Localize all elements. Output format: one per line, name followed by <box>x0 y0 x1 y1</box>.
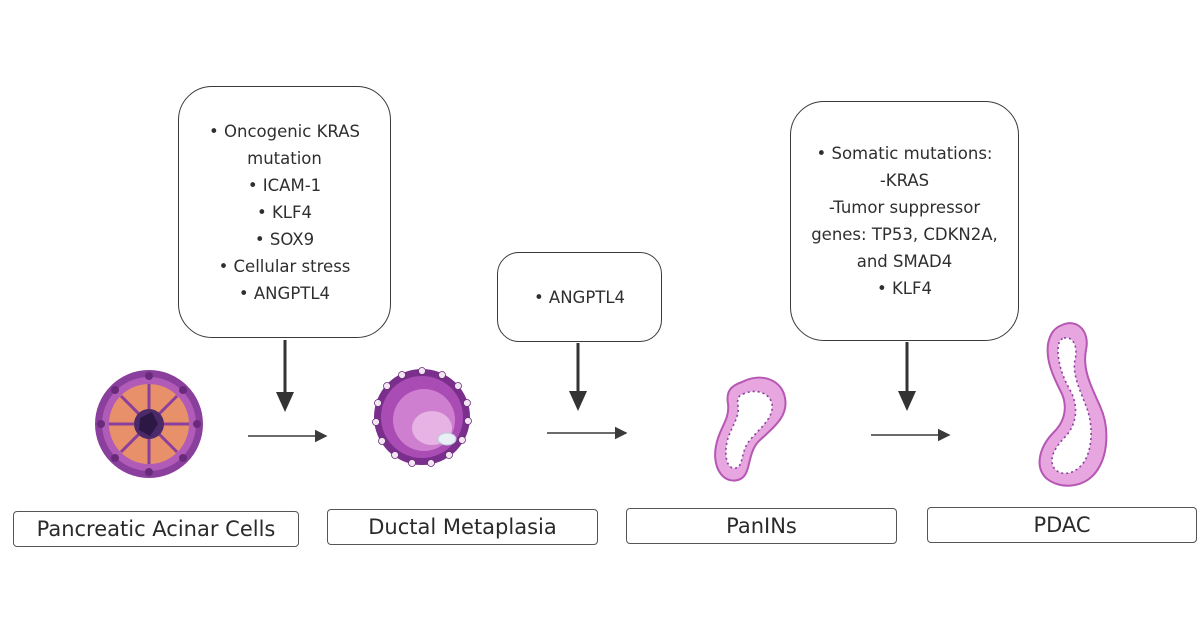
callout-line: • ICAM-1 <box>247 175 322 195</box>
callout-metaplasia-factors: • ANGPTL4 <box>497 252 662 342</box>
callout-list: • Somatic mutations: -KRAS -Tumor suppre… <box>811 140 998 302</box>
callout-acinar-factors: • Oncogenic KRAS mutation • ICAM-1 • KLF… <box>178 86 391 338</box>
acinar-cells-illustration <box>95 370 203 478</box>
stage-label-ductal-metaplasia: Ductal Metaplasia <box>327 509 598 545</box>
callout-list: • ANGPTL4 <box>534 284 625 311</box>
stage-label-pdac: PDAC <box>927 507 1197 543</box>
callout-line: • ANGPTL4 <box>238 283 331 303</box>
callout-line: genes: TP53, CDKN2A, <box>811 225 998 244</box>
callout-line: • ANGPTL4 <box>533 287 626 307</box>
ductal-metaplasia-illustration <box>372 367 472 467</box>
callout-line: -Tumor suppressor <box>828 198 981 217</box>
callout-line: • Oncogenic KRAS <box>209 121 360 141</box>
callout-line: mutation <box>247 148 322 168</box>
down-arrow-1 <box>276 340 294 412</box>
callout-line: • SOX9 <box>254 229 315 249</box>
callout-panin-factors: • Somatic mutations: -KRAS -Tumor suppre… <box>790 101 1019 341</box>
callout-line: • Somatic mutations: <box>816 144 993 163</box>
callout-line: • Cellular stress <box>218 256 351 276</box>
callout-line: and SMAD4 <box>856 252 953 271</box>
callout-line: -KRAS <box>879 171 930 190</box>
stage-label-acinar: Pancreatic Acinar Cells <box>13 511 299 547</box>
down-arrow-3 <box>898 342 916 411</box>
stage-label-panins: PanINs <box>626 508 897 544</box>
callout-list: • Oncogenic KRAS mutation • ICAM-1 • KLF… <box>209 118 360 307</box>
callout-line: • KLF4 <box>257 202 312 222</box>
callout-line: • KLF4 <box>877 279 932 298</box>
down-arrow-2 <box>569 343 587 411</box>
panins-illustration <box>714 376 787 482</box>
pdac-illustration <box>1038 322 1108 487</box>
